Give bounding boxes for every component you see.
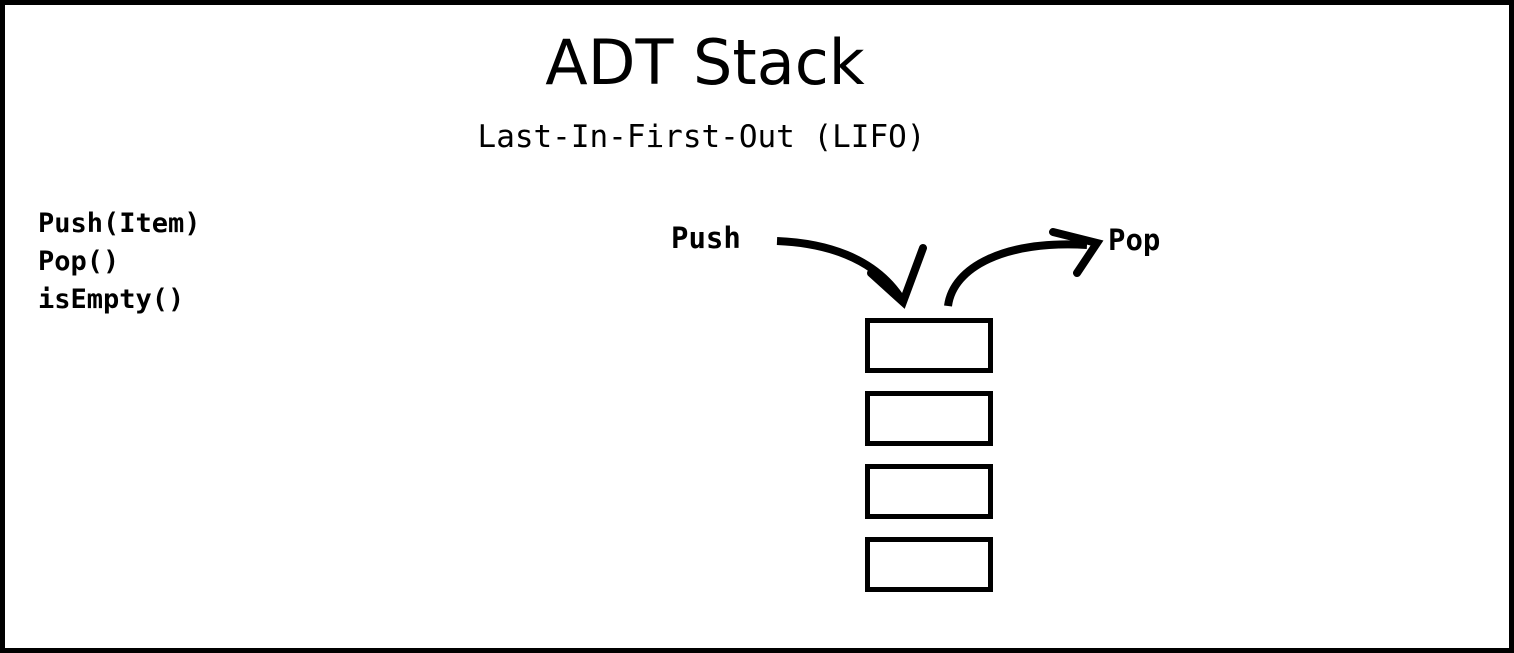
stack-cell — [865, 464, 993, 519]
page-subtitle: Last-In-First-Out (LIFO) — [477, 119, 926, 155]
operation-pop: Pop() — [38, 246, 120, 277]
arrow-layer — [776, 228, 1104, 309]
pop-arrow-icon — [944, 228, 1104, 307]
operations-list: Push(Item) Pop() isEmpty() — [38, 205, 201, 319]
stack-container — [865, 318, 993, 592]
pop-arrow-label: Pop — [1108, 223, 1161, 257]
push-arrow-label: Push — [671, 221, 741, 255]
operation-isempty: isEmpty() — [38, 284, 185, 315]
stack-cell — [865, 318, 993, 373]
page-title: ADT Stack — [545, 26, 865, 99]
push-arrow-icon — [776, 237, 927, 309]
stack-cell — [865, 391, 993, 446]
stack-cell — [865, 537, 993, 592]
operation-push: Push(Item) — [38, 208, 201, 239]
